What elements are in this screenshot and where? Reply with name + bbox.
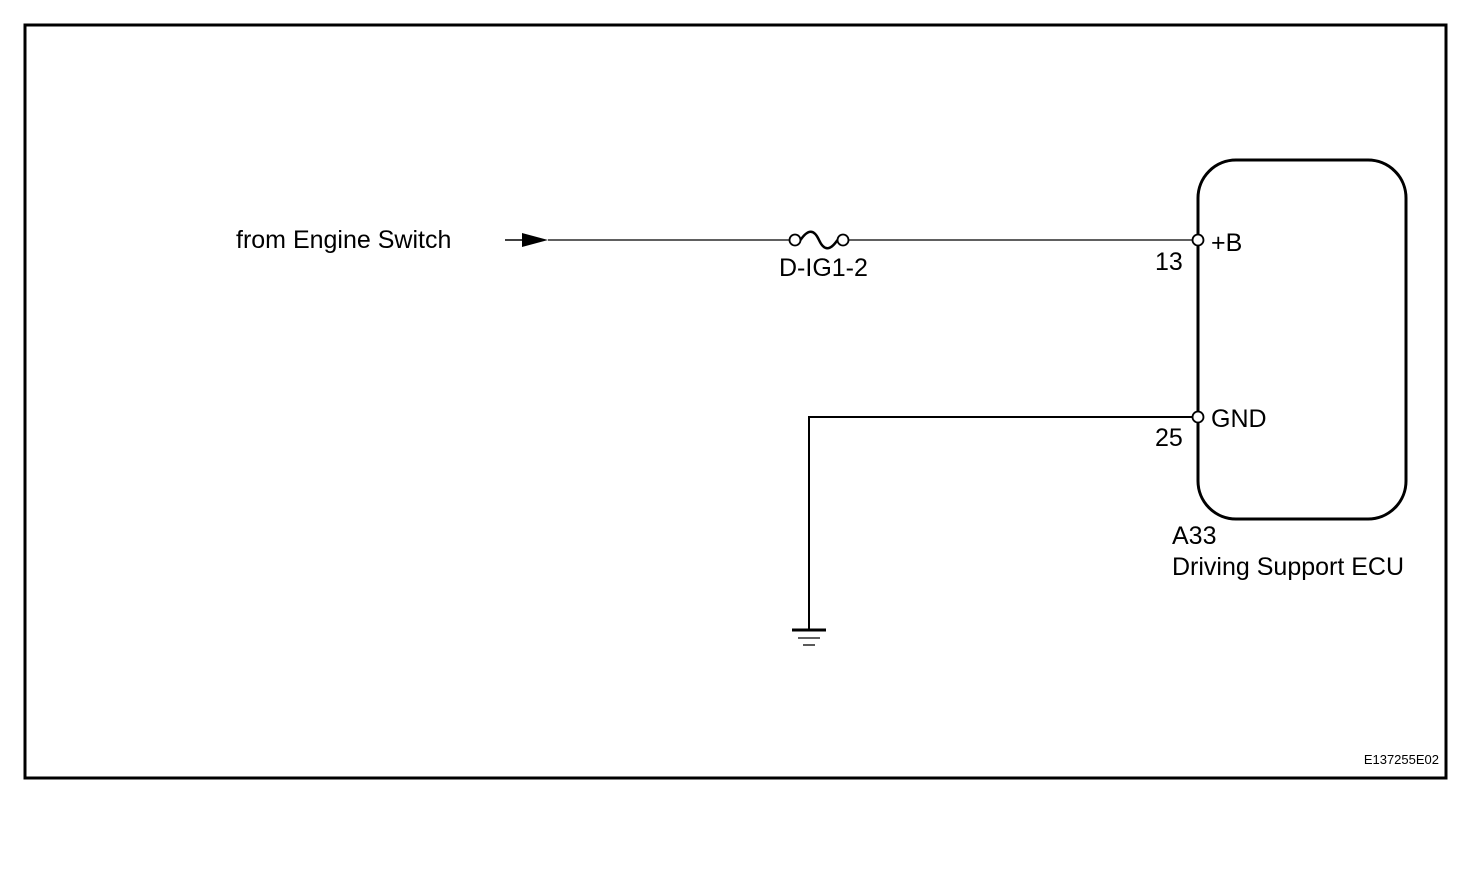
pin-25-signal: GND	[1211, 405, 1267, 433]
source-arrow-icon	[522, 233, 548, 247]
pin-13-number: 13	[1155, 248, 1183, 276]
fuse-label: D-IG1-2	[779, 254, 868, 282]
ecu-box	[1196, 158, 1408, 521]
pin-13-signal: +B	[1211, 229, 1242, 257]
figure-code: E137255E02	[1364, 752, 1439, 767]
pin-13-terminal	[1191, 233, 1205, 247]
pin-25-number: 25	[1155, 424, 1183, 452]
diagram-frame	[23, 23, 1448, 780]
pin-25-terminal	[1191, 410, 1205, 424]
ground-icon	[792, 628, 826, 646]
ground-wire	[808, 416, 1193, 630]
source-label: from Engine Switch	[236, 226, 451, 254]
fuse-icon	[788, 230, 850, 250]
ecu-name-label: Driving Support ECU	[1172, 553, 1404, 581]
ecu-connector-label: A33	[1172, 522, 1216, 550]
